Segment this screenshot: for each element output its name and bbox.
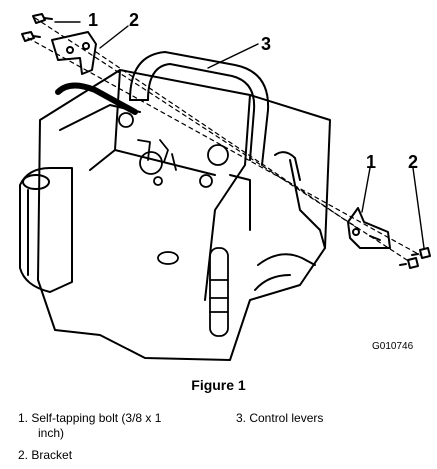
- legend-item-1-line-1: 1. Self-tapping bolt (3/8 x 1: [18, 411, 162, 425]
- callout-1-right: 1: [366, 152, 377, 172]
- assembly-guide-lines: [27, 17, 421, 263]
- legend-item-1: 1. Self-tapping bolt (3/8 x 1 inch): [18, 411, 161, 441]
- figure-caption: Figure 1: [191, 377, 246, 393]
- right-frame: [254, 151, 326, 291]
- callout-3-control-levers: 3: [261, 34, 272, 54]
- legend-item-1-line-2: inch): [38, 426, 65, 440]
- right-bracket: [347, 207, 391, 249]
- control-levers: [129, 51, 270, 166]
- exploded-assembly-drawing: [19, 13, 431, 361]
- left-bolt-upper: [32, 13, 53, 24]
- callout-2-left-bracket: 2: [129, 10, 140, 30]
- right-bolt-upper: [411, 247, 431, 259]
- legend-item-3: 3. Control levers: [236, 411, 324, 425]
- callout-leaders: [54, 21, 425, 249]
- figure-code: G010746: [372, 341, 414, 352]
- fuel-tank: [19, 167, 73, 293]
- left-bracket: [51, 31, 97, 75]
- machine-body: [37, 69, 331, 361]
- dashboard-controls: [118, 112, 229, 337]
- right-bolt-lower: [399, 257, 419, 269]
- legend-item-2: 2. Bracket: [18, 448, 73, 462]
- left-bolt-lower: [21, 31, 41, 42]
- callout-2-right: 2: [408, 152, 419, 172]
- callout-1-left-bolt: 1: [88, 10, 99, 30]
